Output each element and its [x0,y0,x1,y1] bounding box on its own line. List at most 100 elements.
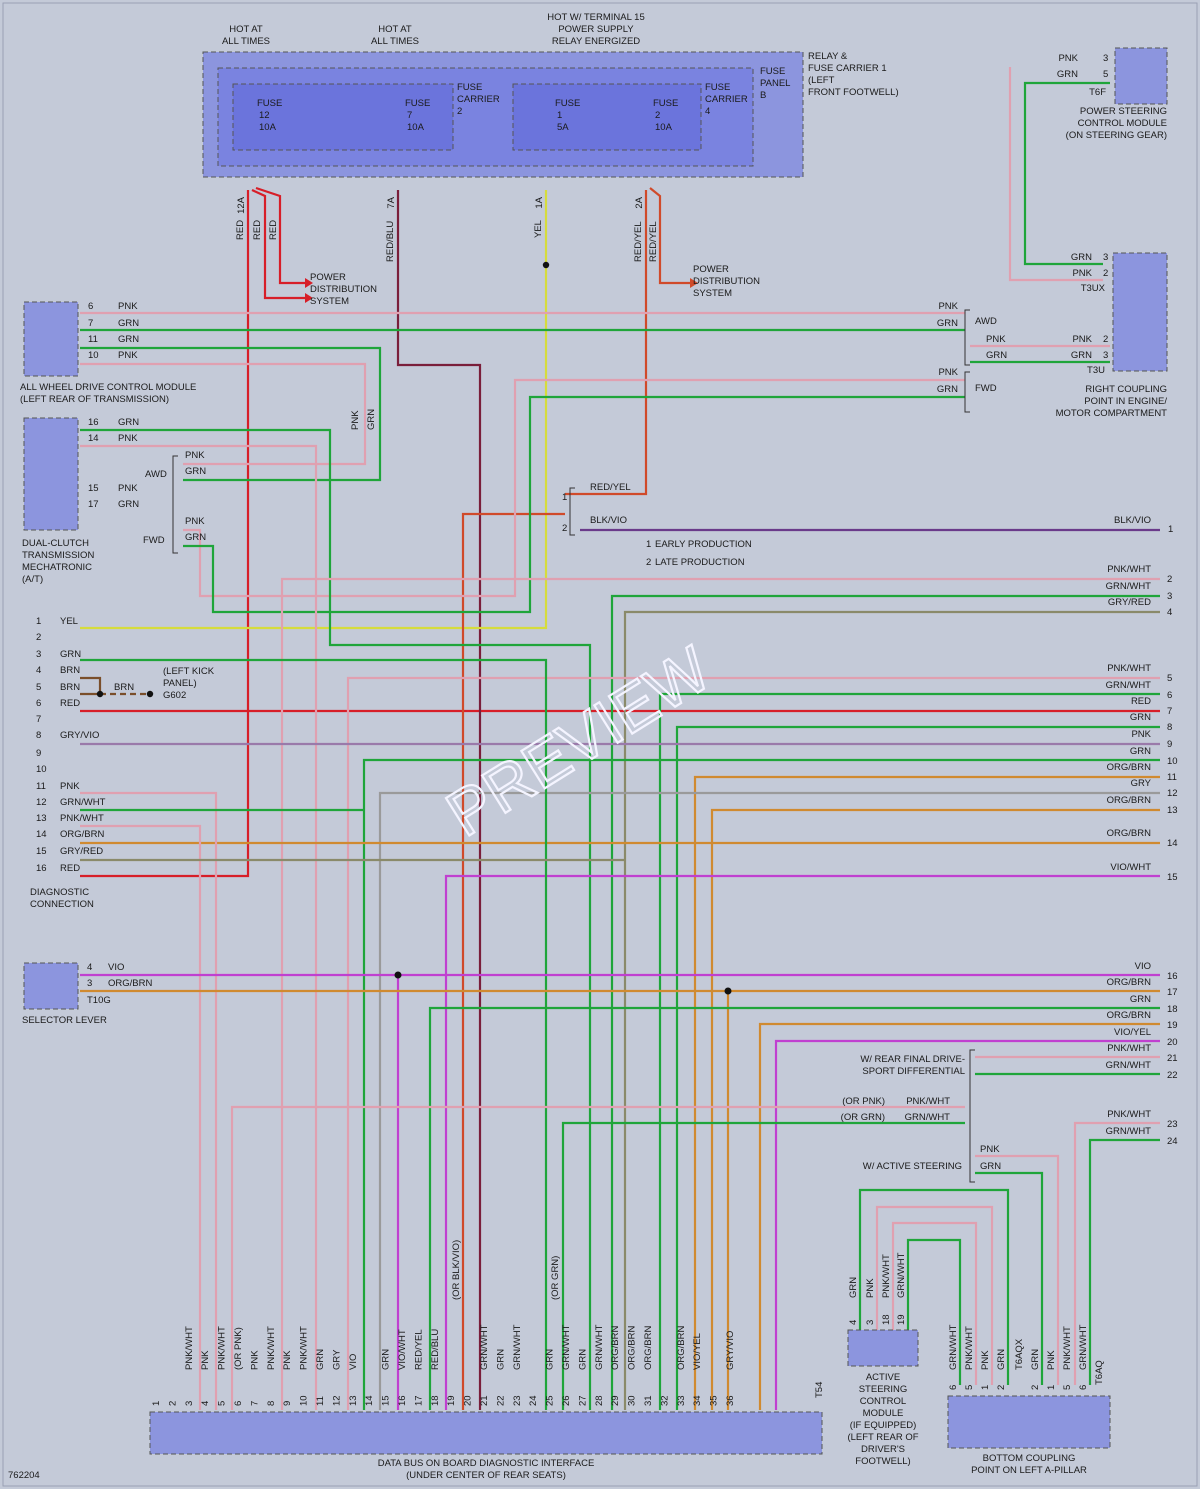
pin-number: 11 [1167,772,1177,783]
pin-number: 8 [266,1401,277,1406]
wire-color-label: RED [268,220,279,240]
bottom-coupling-label: POINT ON LEFT A-PILLAR [971,1465,1087,1476]
fuse-amperage: 10A [259,122,277,133]
wire-r3 [610,594,1160,1410]
wire-alt-label: (OR PNK) [842,1096,885,1107]
marker-2: 2 [646,557,651,568]
pin-number: 19 [446,1395,457,1406]
pin-number: 14 [88,433,99,444]
pin-number: 27 [577,1395,588,1406]
wire-color-label: PNK [200,1350,211,1370]
wire-color-label: PNK [118,483,138,494]
wire-color-label: GRN [848,1277,859,1298]
wire-color-label: GRN [1130,712,1151,723]
wire-red-diag16 [80,190,250,878]
wire-color-label: GRN [937,384,958,395]
fuse-amperage: 10A [655,122,673,133]
wire-color-label: GRN/WHT [512,1324,523,1370]
dct-module-label: DUAL-CLUTCH [22,538,89,549]
connector-label: T3UX [1081,283,1106,294]
wire-dct-16 [80,428,592,1410]
diagnostic-connection-label: DIAGNOSTIC [30,887,89,898]
fuse-pin-label: 1A [534,196,545,208]
pin-number: 23 [1167,1119,1178,1130]
wire-color-label: PNK [282,1350,293,1370]
pin-number: 18 [1167,1004,1178,1015]
wire-color-label: PNK/WHT [1062,1326,1073,1370]
pin-number: 4 [1167,607,1172,618]
relay-fuse-carrier [202,51,804,178]
wire-fwd-pnk [183,378,965,598]
wire-red-yel-pd [649,187,690,285]
wire-color-label: ORG/BRN [108,978,152,989]
fuse-label: FUSE [653,98,678,109]
ground-label: (LEFT KICK [163,666,215,677]
pin-number: 7 [1167,706,1172,717]
wire-color-label: PNK/WHT [266,1326,277,1370]
bracket-rf [969,1049,975,1183]
pin-number: 24 [1167,1136,1178,1147]
pin-number: 13 [348,1395,359,1406]
wire-color-label: RED/BLU [385,221,396,262]
wire-color-label: PNK/WHT [964,1326,975,1370]
connector-label: T3U [1087,365,1105,376]
fuse-label: FUSE [555,98,580,109]
wire-red-blu [396,190,482,1410]
splice-dot-icon [96,690,104,698]
wire-alt-label: (OR GRN) [841,1112,885,1123]
dct-module-label: TRANSMISSION [22,550,94,561]
wire-color-label: GRN/WHT [1106,1126,1152,1137]
power-distribution-label: POWER [310,272,346,283]
pin-number: 2 [996,1385,1007,1390]
pin-number: 12 [331,1395,342,1406]
pin-number: 21 [1167,1053,1178,1064]
wire-color-label: GRN [1057,69,1078,80]
wire-color-label: GRN [545,1349,556,1370]
pin-number: 11 [315,1396,326,1406]
pin-number: 2 [1103,334,1108,345]
wire-r13 [710,808,1160,1410]
fuse-label: FUSE [405,98,430,109]
active-steering-module-label: STEERING [859,1384,908,1395]
wire-color-label: GRN [118,318,139,329]
right-coupling-box [1112,252,1168,372]
fuse-number: 1 [557,110,562,121]
pin-number: 6 [36,698,41,709]
pin-number: 14 [1167,838,1178,849]
wire-color-label: RED [1131,696,1151,707]
wire-rf-grn [561,1121,965,1410]
wire-fwd-grn [183,395,965,614]
wire-alt-label: (OR BLK/VIO) [451,1240,462,1300]
marker-1: 1 [562,492,567,503]
wire-color-label: GRN [996,1349,1007,1370]
wire-r18 [428,1006,1160,1410]
early-production-label: EARLY PRODUCTION [655,539,752,550]
pin-number: 3 [1103,350,1108,361]
pin-number: 6 [948,1385,959,1390]
wire-color-label: PNK [865,1278,876,1298]
wire-awd-10 [80,362,367,466]
awd-module-box [23,301,79,377]
pin-number: 1 [1046,1385,1057,1390]
wire-color-label: VIO [1135,961,1151,972]
pin-number: 15 [1167,872,1178,883]
wire-diag3 [80,658,548,1410]
pin-number: 6 [88,301,93,312]
pin-number: 18 [881,1314,892,1325]
pin-number: 13 [1167,805,1178,816]
pin-number: 2 [167,1401,178,1406]
bracket-fwd [964,371,970,413]
pin-number: 26 [561,1395,572,1406]
wire-color-label: GRN/WHT [60,797,106,808]
pin-number: 3 [184,1401,195,1406]
connector-label: T6AQX [1014,1338,1025,1370]
pin-number: 1 [1168,524,1173,535]
pin-number: 35 [709,1395,720,1406]
connector-label: T6F [1089,87,1106,98]
pin-number: 7 [88,318,93,329]
wire-color-label: VIO [108,962,124,973]
active-steering-box [847,1329,919,1367]
power-distribution-label: DISTRIBUTION [310,284,377,295]
pin-number: 36 [725,1395,736,1406]
pin-number: 3 [865,1320,876,1325]
